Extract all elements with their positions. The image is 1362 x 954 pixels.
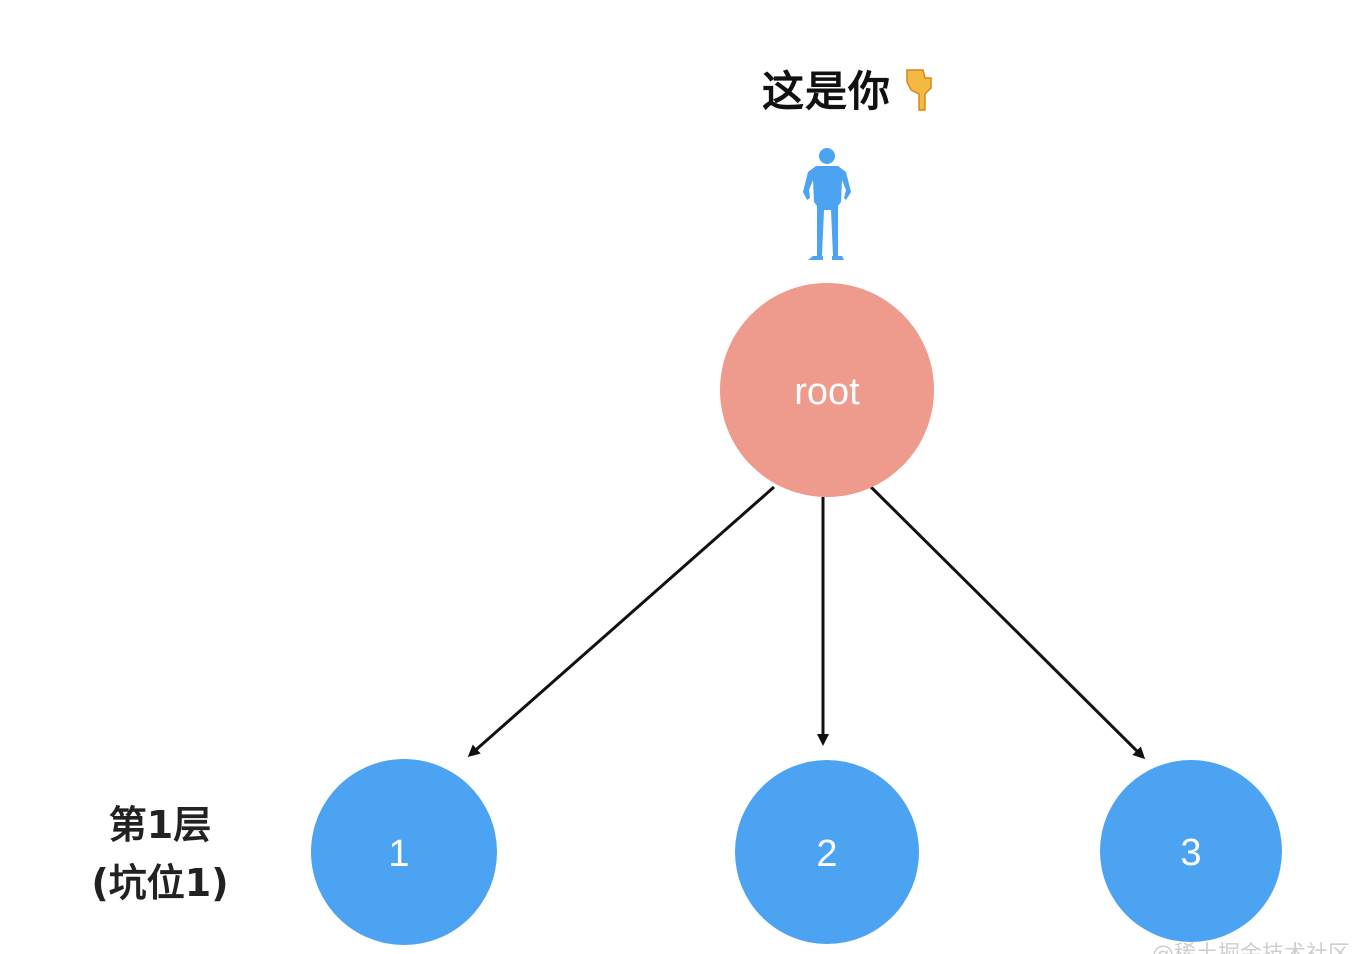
child-label: 1 [388,833,409,875]
root-node: root [720,283,934,497]
level-label: 第1层 (坑位1) [70,796,250,912]
person-icon [803,148,851,260]
child-circle [1100,760,1282,942]
title-row: 这是你 [762,58,941,119]
child-node-1: 1 [311,759,497,945]
level-label-line2: (坑位1) [91,861,229,905]
child-circle [311,759,497,945]
edge-root-to-1 [467,485,775,757]
child-circle [735,760,919,944]
edge-root-to-3 [869,485,1146,760]
diagram-title: 这是你 [762,67,892,116]
child-node-2: 2 [735,760,919,944]
root-label: root [794,371,860,413]
level-label-line1: 第1层 [108,803,212,847]
root-circle [720,283,934,497]
child-label: 3 [1180,832,1201,874]
child-node-3: 3 [1100,760,1282,942]
pointing-down-hand-icon [906,68,932,111]
watermark: @稀土掘金技术社区 [1152,936,1350,954]
child-label: 2 [816,833,837,875]
